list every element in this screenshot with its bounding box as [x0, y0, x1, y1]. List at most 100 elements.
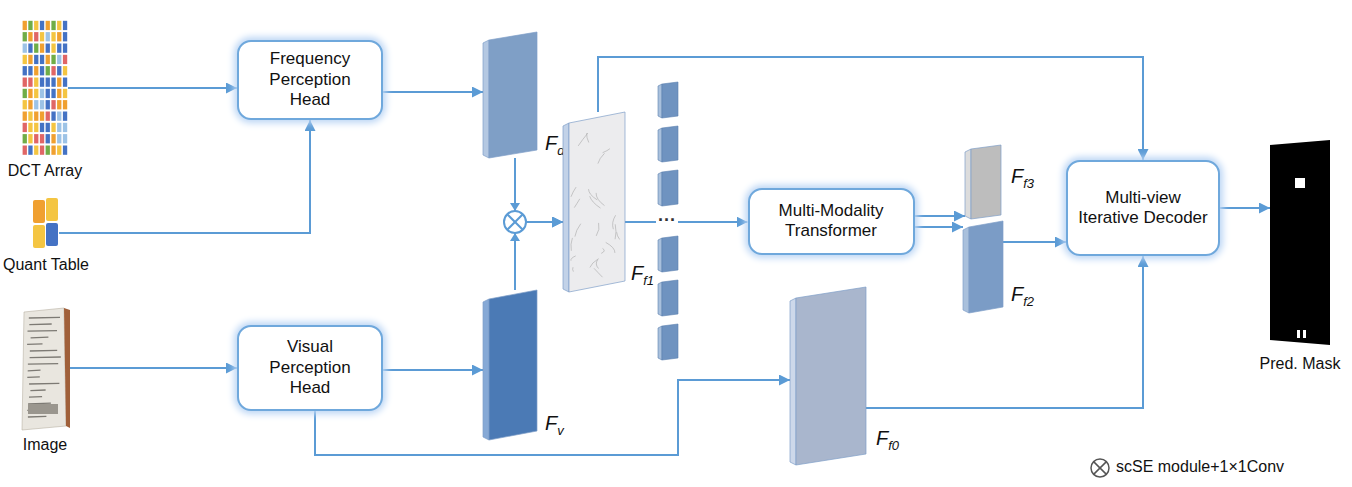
dct-cell	[57, 32, 61, 41]
dct-cell	[57, 134, 61, 143]
box-label: Multi-view Iterative Decoder	[1078, 188, 1208, 229]
dct-cell	[63, 55, 67, 64]
dct-cell	[51, 134, 55, 143]
process-box: Frequency Perception Head	[237, 40, 383, 120]
feature-map: Fv	[483, 290, 537, 440]
panel-edge	[483, 299, 489, 440]
dct-cell	[51, 123, 55, 132]
panel-edge	[483, 40, 489, 158]
dct-cell	[23, 55, 27, 64]
receipt-print	[28, 416, 47, 418]
feature-texture	[613, 215, 616, 229]
dct-cell	[46, 89, 50, 98]
dct-cell	[28, 146, 32, 155]
caption: Pred. Mask	[1260, 355, 1341, 373]
illustration	[20, 308, 70, 430]
dct-cell	[63, 66, 67, 75]
ellipsis-label: ···	[656, 210, 678, 231]
dct-cell	[28, 21, 32, 30]
dct-cell	[46, 100, 50, 109]
dct-cell	[46, 21, 50, 30]
feature-texture	[606, 242, 615, 253]
dct-cell	[40, 66, 44, 75]
dct-cell	[63, 112, 67, 121]
panel-face	[569, 112, 625, 292]
dct-cell	[34, 100, 38, 109]
dct-cell	[34, 66, 38, 75]
feature-label: Ff3	[1011, 165, 1034, 191]
dct-cell	[57, 44, 61, 53]
dct-cell	[51, 146, 55, 155]
dct-cell	[51, 55, 55, 64]
receipt-print	[29, 383, 59, 385]
process-box: Multi-Modality Transformer	[748, 188, 915, 255]
dct-cell	[46, 134, 50, 143]
dct-cell	[40, 55, 44, 64]
feature-map: Fd	[483, 32, 537, 158]
box-label: Visual Perception Head	[260, 337, 360, 398]
feature-texture	[617, 232, 620, 239]
dct-cell	[34, 123, 38, 132]
illustration	[22, 20, 68, 156]
feature-map-shape	[563, 112, 625, 292]
dct-cell	[57, 21, 61, 30]
quant-cell	[46, 198, 58, 221]
dct-cell	[40, 89, 44, 98]
panel-face	[489, 290, 537, 440]
receipt-print	[30, 389, 45, 391]
receipt-print	[28, 404, 58, 414]
dct-cell	[34, 146, 38, 155]
illustration	[1270, 140, 1330, 345]
process-box: Multi-view Iterative Decoder	[1066, 160, 1220, 256]
dct-cell	[51, 32, 55, 41]
legend-text: scSE module+1×1Conv	[1116, 458, 1284, 476]
dct-cell	[63, 134, 67, 143]
dct-cell	[51, 100, 55, 109]
box-label: Frequency Perception Head	[260, 49, 360, 110]
dct-cell	[23, 89, 27, 98]
dct-cell	[23, 100, 27, 109]
receipt-print	[29, 317, 60, 319]
dct-cell	[40, 32, 44, 41]
dct-cell	[57, 55, 61, 64]
feature-map-shape	[965, 145, 1001, 219]
dct-cell	[23, 112, 27, 121]
quant-cell	[33, 225, 45, 248]
feature-label: Ff2	[1011, 283, 1034, 309]
connector	[59, 120, 310, 233]
connector	[315, 380, 790, 455]
dct-cell	[46, 112, 50, 121]
feature-label: Fv	[545, 412, 564, 438]
dct-cell	[63, 21, 67, 30]
dct-cell	[23, 134, 27, 143]
connector	[68, 87, 237, 89]
receipt-print	[29, 396, 42, 398]
dct-cell	[63, 146, 67, 155]
receipt-photo	[22, 308, 66, 430]
dct-cell	[23, 123, 27, 132]
dct-cell	[34, 134, 38, 143]
dct-cell	[46, 55, 50, 64]
dct-cell	[51, 89, 55, 98]
dct-cell	[28, 66, 32, 75]
caption: Image	[23, 436, 67, 454]
dct-cell	[28, 32, 32, 41]
dct-cell	[46, 44, 50, 53]
receipt-print	[27, 376, 40, 378]
feature-texture	[572, 267, 574, 271]
dct-cell	[28, 44, 32, 53]
dct-cell	[40, 123, 44, 132]
panel-face	[489, 32, 537, 158]
connector	[625, 221, 748, 223]
caption: DCT Array	[8, 162, 82, 180]
feature-texture	[590, 196, 601, 208]
connector	[598, 57, 1143, 160]
feature-texture	[596, 260, 598, 269]
subscript: f3	[1023, 176, 1034, 191]
receipt-print	[28, 363, 58, 365]
dct-cell	[63, 44, 67, 53]
feature-map-shape	[790, 287, 866, 465]
dct-cell	[28, 55, 32, 64]
feature-texture	[601, 248, 604, 253]
dct-cell	[57, 66, 61, 75]
